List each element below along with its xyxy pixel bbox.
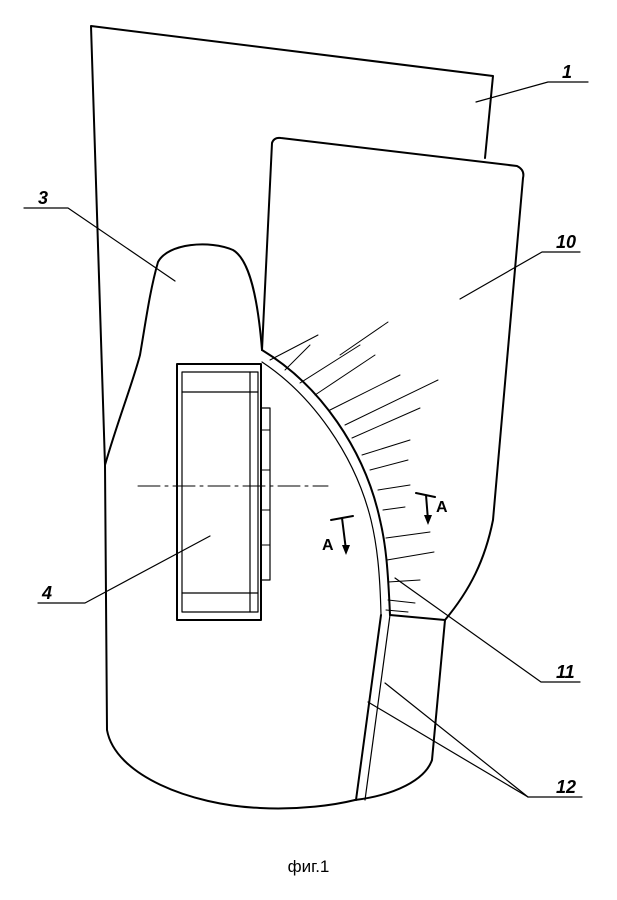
strip-part-12-left bbox=[355, 614, 382, 801]
label-part-4: 4 bbox=[41, 583, 52, 603]
label-part-12: 12 bbox=[556, 777, 576, 797]
section-mark-left: A bbox=[322, 515, 354, 555]
arc-strip-outer bbox=[261, 349, 391, 616]
fibre-lines bbox=[269, 321, 439, 613]
label-part-10: 10 bbox=[556, 232, 576, 252]
leader-lines bbox=[23, 81, 589, 798]
section-mark-right: A bbox=[415, 492, 448, 525]
main-body-outline bbox=[104, 464, 356, 810]
flap-part-10 bbox=[261, 136, 525, 621]
back-plate-part-1 bbox=[90, 25, 494, 466]
block-part-4 bbox=[176, 363, 271, 621]
figure-caption: фиг.1 bbox=[287, 857, 330, 876]
strip-part-12-right bbox=[354, 614, 446, 801]
svg-text:A: A bbox=[322, 537, 334, 554]
svg-text:A: A bbox=[436, 499, 448, 516]
lobe-part-3 bbox=[104, 243, 263, 466]
label-part-1: 1 bbox=[562, 62, 572, 82]
label-part-11: 11 bbox=[556, 662, 575, 682]
label-part-3: 3 bbox=[38, 188, 48, 208]
arc-strip-inner bbox=[261, 361, 382, 616]
